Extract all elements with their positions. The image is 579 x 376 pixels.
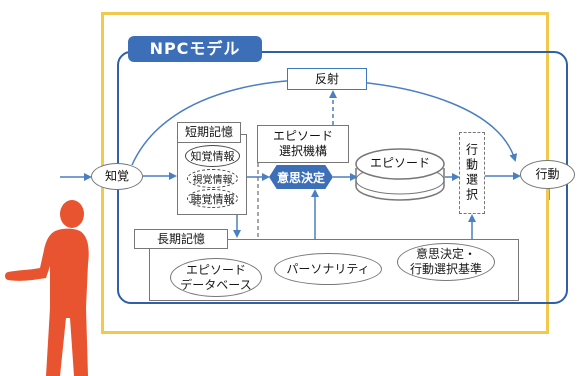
perception-label: 知覚: [104, 169, 129, 183]
decision-node: 意思決定: [269, 165, 333, 189]
episode-db-line2: データベース: [180, 277, 252, 292]
episode-database-oval: エピソード データベース: [170, 258, 262, 297]
reflex-node: 反射: [287, 68, 367, 90]
decision-criteria-oval: 意思決定・ 行動選択基準: [397, 243, 495, 281]
episode-selection-line1: エピソード: [272, 129, 333, 143]
perception-info-oval: 知覚情報: [185, 145, 240, 167]
reflex-label: 反射: [314, 71, 339, 86]
episode-disk-stack: [355, 148, 445, 201]
visual-info-oval: 視覚情報: [187, 169, 238, 188]
short-term-memory-tab: 短期記憶: [177, 122, 241, 143]
person-icon: [5, 200, 89, 376]
personality-oval: パーソナリティ: [274, 253, 382, 285]
long-term-memory-label: 長期記憶: [156, 231, 205, 246]
action-node: 行動: [520, 160, 575, 189]
short-term-memory-label: 短期記憶: [184, 125, 233, 139]
episode-label: エピソード: [369, 156, 430, 170]
decision-criteria-line2: 行動選択基準: [409, 262, 482, 276]
action-selection-label: 行動選択: [464, 143, 479, 203]
episode-selection-mechanism: エピソード 選択機構: [257, 125, 349, 163]
perception-node: 知覚: [91, 163, 143, 190]
episode-db-line1: エピソード: [185, 262, 246, 277]
decision-criteria-line1: 意思決定・: [415, 247, 476, 261]
long-term-memory-tab: 長期記憶: [134, 229, 228, 249]
action-selection-node: 行動選択: [459, 132, 485, 214]
action-label: 行動: [535, 167, 560, 181]
episode-selection-line2: 選択機構: [278, 144, 327, 158]
diagram-title: NPCモデル: [128, 36, 262, 62]
auditory-info-oval: 聴覚情報: [187, 189, 238, 208]
